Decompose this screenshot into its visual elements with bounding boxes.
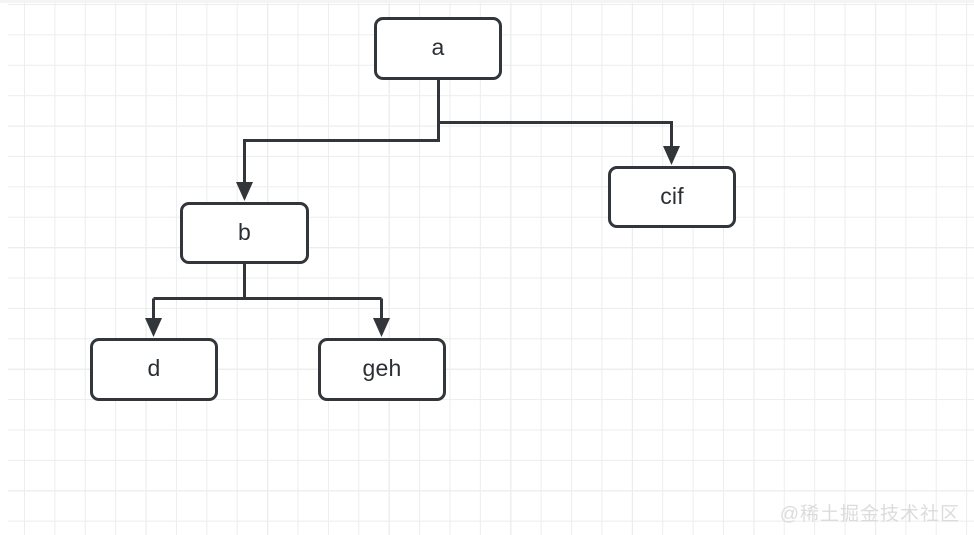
canvas-top-edge — [0, 0, 974, 3]
watermark-text: @稀土掘金技术社区 — [779, 504, 960, 525]
node-d-label: d — [147, 355, 161, 381]
node-b[interactable]: b — [180, 202, 309, 264]
node-b-label: b — [238, 218, 251, 245]
edge-a-to-b-arrowhead — [236, 182, 253, 201]
edge-a-to-b-line — [243, 80, 440, 182]
node-cif-label: cif — [660, 182, 684, 209]
node-a[interactable]: a — [374, 17, 502, 80]
node-d[interactable]: d — [90, 338, 218, 401]
node-a-label: a — [431, 34, 445, 60]
node-geh[interactable]: geh — [318, 338, 446, 401]
edge-a-to-cif-arrowhead — [663, 146, 680, 165]
canvas-left-margin — [0, 0, 8, 535]
edge-b-to-geh-arrowhead — [373, 318, 390, 337]
node-geh-label: geh — [362, 355, 402, 381]
edge-a-to-cif-line — [438, 121, 673, 146]
edge-b-to-d-arrowhead — [145, 318, 162, 337]
node-cif[interactable]: cif — [608, 166, 736, 228]
